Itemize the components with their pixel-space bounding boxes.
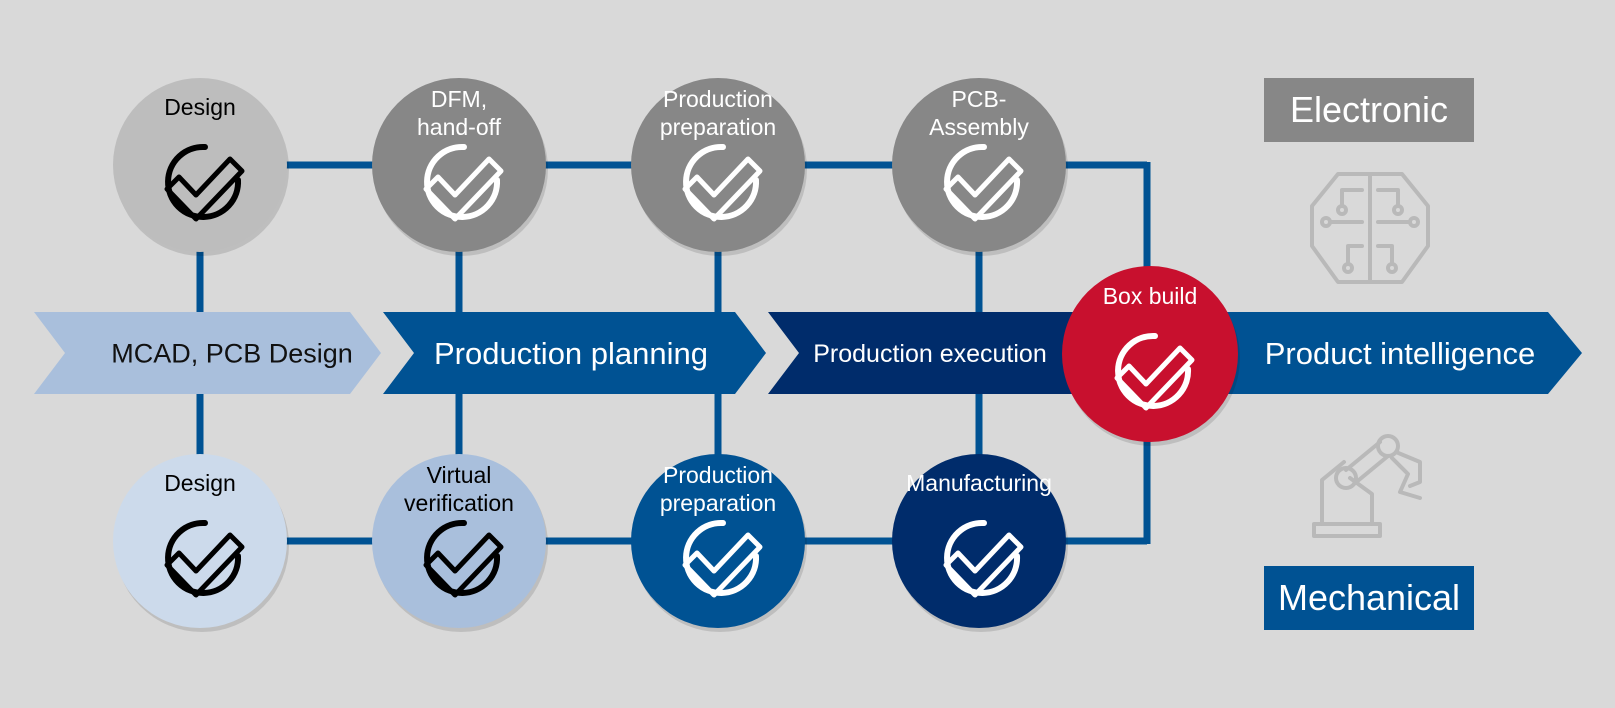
node-label: verification [404, 490, 514, 516]
node-label: Design [164, 470, 236, 496]
node-box-build: Box build [1062, 266, 1240, 446]
band-label-execution: Production execution [813, 340, 1046, 368]
process-bands: MCAD, PCB Design Production planning Produ… [34, 312, 1582, 394]
node-circle [372, 454, 546, 628]
node-circle [892, 454, 1066, 628]
node-label: Design [164, 94, 236, 120]
check-circle-icon [423, 519, 504, 598]
band-label-planning: Production planning [434, 336, 708, 371]
band-label-mcad: MCAD, PCB Design [111, 339, 353, 369]
check-circle-icon [682, 519, 763, 598]
mechanical-tag-label: Mechanical [1277, 577, 1461, 618]
check-circle-icon [943, 519, 1024, 598]
node-circle [631, 78, 805, 252]
node-label: Assembly [929, 114, 1029, 140]
band-label-intelligence: Product intelligence [1265, 336, 1536, 371]
node-label: preparation [660, 490, 776, 516]
check-circle-icon [1114, 332, 1195, 411]
electronic-tag: Electronic [1264, 78, 1474, 142]
node-label: Manufacturing [906, 470, 1052, 496]
band-intelligence [1195, 312, 1582, 394]
robot-arm-icon [1312, 434, 1422, 538]
node-label: Box build [1103, 283, 1198, 309]
node-circle [113, 78, 287, 252]
band-execution [768, 312, 1100, 394]
node-label: Virtual [427, 462, 492, 488]
node-label: PCB- [952, 86, 1007, 112]
check-circle-icon [423, 143, 504, 222]
check-circle-icon [164, 519, 245, 598]
check-circle-icon [164, 143, 245, 222]
brain-circuit-icon [1310, 172, 1430, 284]
electronic-tag-label: Electronic [1289, 89, 1449, 130]
node-label: hand-off [417, 114, 502, 140]
node-dfm: DFM,hand-off [372, 78, 548, 256]
node-label: Production [663, 86, 773, 112]
band-planning [383, 312, 766, 394]
mechanical-tag: Mechanical [1264, 566, 1474, 630]
node-pcb-assembly: PCB-Assembly [892, 78, 1068, 256]
node-label: Production [663, 462, 773, 488]
node-design-top: Design [113, 78, 289, 256]
node-label: DFM, [431, 86, 487, 112]
domain-icons [1310, 172, 1430, 538]
node-design-bottom: Design [113, 454, 289, 632]
node-manufacturing: Manufacturing [892, 454, 1068, 632]
node-circle [892, 78, 1066, 252]
band-mcad [34, 312, 381, 394]
check-circle-icon [943, 143, 1024, 222]
check-circle-icon [682, 143, 763, 222]
node-label: preparation [660, 114, 776, 140]
node-circle [631, 454, 805, 628]
node-circle [113, 454, 287, 628]
node-circle [1062, 266, 1238, 442]
node-circle [372, 78, 546, 252]
